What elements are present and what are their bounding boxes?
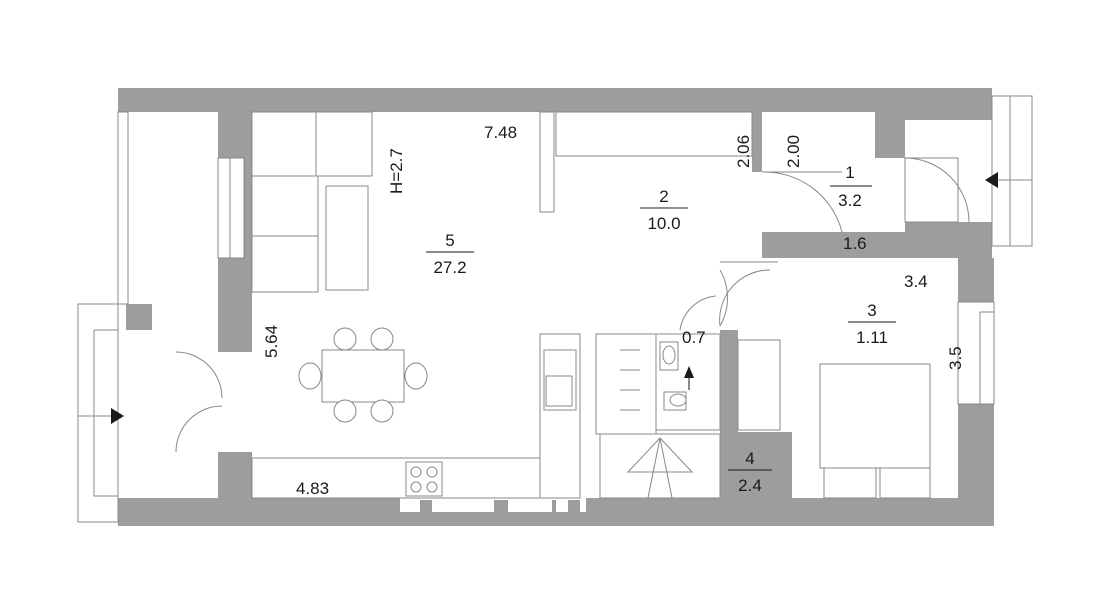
furniture [251, 111, 931, 499]
svg-text:2: 2 [659, 187, 668, 206]
room-label-2: 2 10.0 [640, 187, 688, 233]
doors [175, 157, 970, 453]
ceiling-height: H=2.7 [387, 148, 406, 194]
dim-4-83: 4.83 [296, 479, 329, 498]
dim-7-48: 7.48 [484, 123, 517, 142]
walls [118, 88, 994, 526]
arrow-left-icon [985, 172, 998, 188]
dim-2-00: 2.00 [784, 135, 803, 168]
svg-text:10.0: 10.0 [647, 214, 680, 233]
room-label-3: 3 1.11 [848, 301, 896, 347]
dim-5-64: 5.64 [262, 325, 281, 358]
svg-text:1: 1 [845, 163, 854, 182]
svg-text:1.11: 1.11 [856, 328, 888, 347]
svg-text:5: 5 [445, 231, 454, 250]
dim-2-06: 2.06 [734, 135, 753, 168]
svg-text:4: 4 [745, 449, 754, 468]
svg-text:2.4: 2.4 [738, 476, 762, 495]
dim-1-6: 1.6 [843, 234, 867, 253]
svg-text:27.2: 27.2 [433, 258, 466, 277]
dim-0-7: 0.7 [682, 328, 706, 347]
arrow-up-icon [684, 366, 694, 378]
dim-3-4: 3.4 [904, 272, 928, 291]
svg-text:3: 3 [867, 301, 876, 320]
arrow-right-icon [111, 408, 124, 424]
room-label-5: 5 27.2 [426, 231, 474, 277]
svg-text:3.2: 3.2 [838, 191, 862, 210]
room-label-4: 4 2.4 [728, 449, 772, 495]
dim-3-5: 3.5 [946, 346, 965, 370]
windows [77, 95, 1033, 523]
room-label-1: 1 3.2 [830, 163, 872, 210]
